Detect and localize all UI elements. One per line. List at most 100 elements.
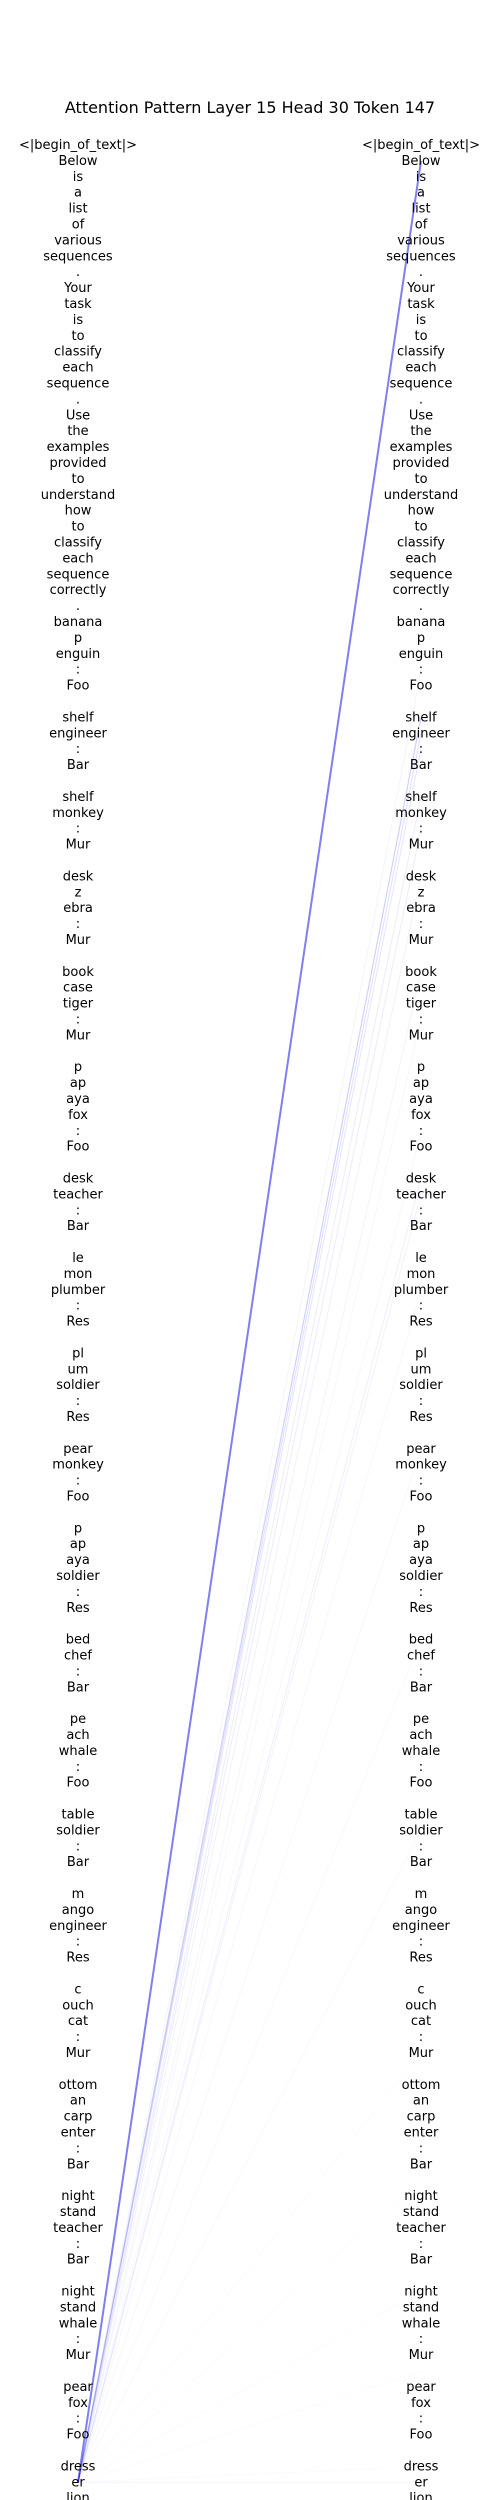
source-token-71: mon [64, 1267, 93, 1282]
target-token-61: fox [411, 1108, 431, 1123]
target-token-58: p [417, 1060, 425, 1075]
source-token-58: p [74, 1060, 82, 1075]
target-token-10: task [407, 297, 435, 312]
target-token-135: night [404, 2285, 437, 2300]
source-token-20: provided [49, 456, 106, 471]
source-token-22: understand [41, 488, 115, 503]
attention-line-120 [78, 2053, 421, 2482]
target-token-117: ouch [405, 1998, 437, 2013]
target-token-52: book [405, 965, 437, 980]
target-token-42: monkey [395, 806, 447, 821]
target-token-123: an [413, 2094, 429, 2109]
target-token-36: shelf [405, 710, 437, 725]
target-token-114: Res [409, 1951, 432, 1966]
target-token-44: Mur [409, 838, 434, 853]
target-token-138: : [419, 2332, 423, 2347]
source-token-80: Res [66, 1410, 89, 1425]
source-token-50: Mur [66, 933, 91, 948]
source-token-44: Mur [66, 838, 91, 853]
source-token-77: um [68, 1362, 89, 1377]
source-token-127: Bar [67, 2157, 90, 2172]
target-token-49: : [419, 917, 423, 932]
target-token-90: soldier [399, 1569, 443, 1584]
target-token-94: bed [409, 1633, 434, 1648]
target-token-48: ebra [406, 901, 436, 916]
target-token-60: aya [409, 1092, 433, 1107]
source-token-27: sequence [47, 567, 110, 582]
target-token-37: engineer [392, 726, 450, 741]
source-token-136: stand [60, 2300, 96, 2315]
target-token-7: sequences [386, 249, 456, 264]
target-token-100: ach [409, 1728, 432, 1743]
source-token-13: classify [54, 345, 102, 360]
target-token-146: dress [404, 2459, 439, 2474]
source-token-99: pe [70, 1712, 86, 1727]
source-token-120: Mur [66, 2046, 91, 2061]
source-token-72: plumber [51, 1283, 106, 1298]
source-token-17: Use [66, 408, 90, 423]
target-token-82: pear [406, 1442, 436, 1457]
attention-line-82 [77, 1448, 422, 2483]
target-token-39: Bar [410, 758, 433, 773]
target-token-59: ap [413, 1076, 429, 1091]
target-token-24: to [414, 520, 427, 535]
source-token-108: Bar [67, 1855, 90, 1870]
target-token-41: shelf [405, 790, 437, 805]
target-token-80: Res [409, 1410, 432, 1425]
source-token-63: Foo [67, 1140, 90, 1155]
target-token-5: of [415, 218, 428, 233]
target-token-28: correctly [393, 583, 450, 598]
source-token-19: examples [47, 440, 110, 455]
source-token-92: Res [66, 1601, 89, 1616]
attention-line-38 [77, 749, 422, 2483]
source-token-66: teacher [53, 1187, 103, 1202]
source-token-49: : [76, 917, 80, 932]
source-token-39: Bar [67, 758, 90, 773]
target-token-101: whale [402, 1744, 440, 1759]
source-token-41: shelf [62, 790, 94, 805]
source-token-119: : [76, 2030, 80, 2045]
target-token-144: Foo [410, 2428, 433, 2443]
target-token-113: : [419, 1935, 423, 1950]
target-token-26: each [405, 551, 436, 566]
target-token-71: mon [407, 1267, 436, 1282]
source-token-9: Your [63, 281, 92, 296]
source-token-32: enguin [56, 647, 101, 662]
source-token-65: desk [63, 1172, 94, 1187]
source-token-18: the [67, 424, 88, 439]
target-token-9: Your [406, 281, 435, 296]
chart-title: Attention Pattern Layer 15 Head 30 Token… [65, 98, 435, 117]
attention-line-72 [77, 1289, 422, 2483]
source-token-33: : [76, 663, 80, 678]
target-token-53: case [406, 981, 436, 996]
source-token-31: p [74, 631, 82, 646]
target-token-107: : [419, 1839, 423, 1854]
target-token-143: : [419, 2412, 423, 2427]
target-token-119: : [419, 2030, 423, 2045]
source-token-61: fox [68, 1108, 88, 1123]
target-token-3: a [417, 186, 425, 201]
target-token-72: plumber [394, 1283, 449, 1298]
target-token-91: : [419, 1585, 423, 1600]
attention-line-135 [78, 2292, 421, 2483]
source-token-5: of [72, 218, 85, 233]
target-token-89: aya [409, 1553, 433, 1568]
source-token-146: dress [61, 2459, 96, 2474]
source-token-47: z [75, 885, 82, 900]
target-token-130: stand [403, 2205, 439, 2220]
target-token-18: the [410, 424, 431, 439]
target-token-129: night [404, 2189, 437, 2204]
source-token-131: teacher [53, 2221, 103, 2236]
target-token-6: various [397, 233, 445, 248]
target-token-55: : [419, 1013, 423, 1028]
source-token-83: monkey [52, 1458, 104, 1473]
source-token-129: night [61, 2189, 94, 2204]
source-token-0: <|begin_of_text|> [19, 138, 137, 153]
target-token-88: ap [413, 1537, 429, 1552]
source-token-110: m [72, 1887, 85, 1902]
source-token-79: : [76, 1394, 80, 1409]
target-token-70: le [415, 1251, 427, 1266]
target-token-112: engineer [392, 1919, 450, 1934]
source-token-23: how [65, 504, 92, 519]
source-token-column: <|begin_of_text|>Belowisalistofvariousse… [19, 138, 137, 2500]
